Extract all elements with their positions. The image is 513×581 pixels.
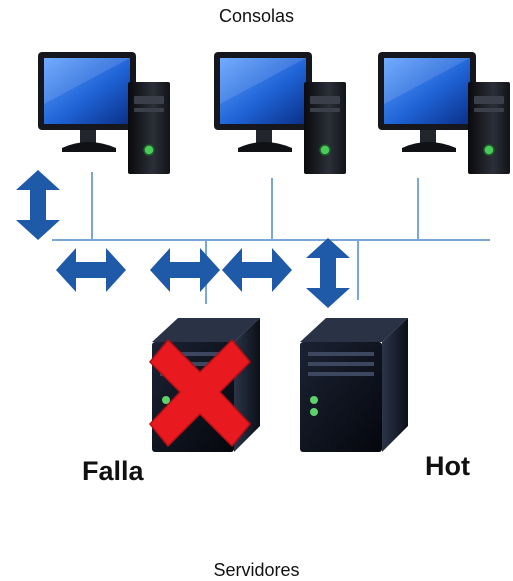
double-arrow-icon-3: [222, 248, 292, 292]
console-2-icon: [213, 51, 347, 175]
double-arrow-icon-2: [150, 248, 220, 292]
server-hot-icon: [300, 318, 408, 452]
console-1-icon: [37, 51, 171, 175]
double-arrow-icon-1: [56, 248, 126, 292]
red-x-icon: [148, 338, 252, 448]
hot-server-label: Hot: [425, 451, 470, 481]
servers-title: Servidores: [213, 560, 300, 580]
double-arrow-icon-vertical-hot: [306, 238, 350, 308]
network-lines: [52, 172, 490, 304]
failed-server-label: Falla: [82, 456, 144, 486]
double-arrow-icon-vertical-left: [16, 170, 60, 240]
console-3-icon: [377, 51, 511, 175]
consoles-title: Consolas: [218, 6, 295, 26]
